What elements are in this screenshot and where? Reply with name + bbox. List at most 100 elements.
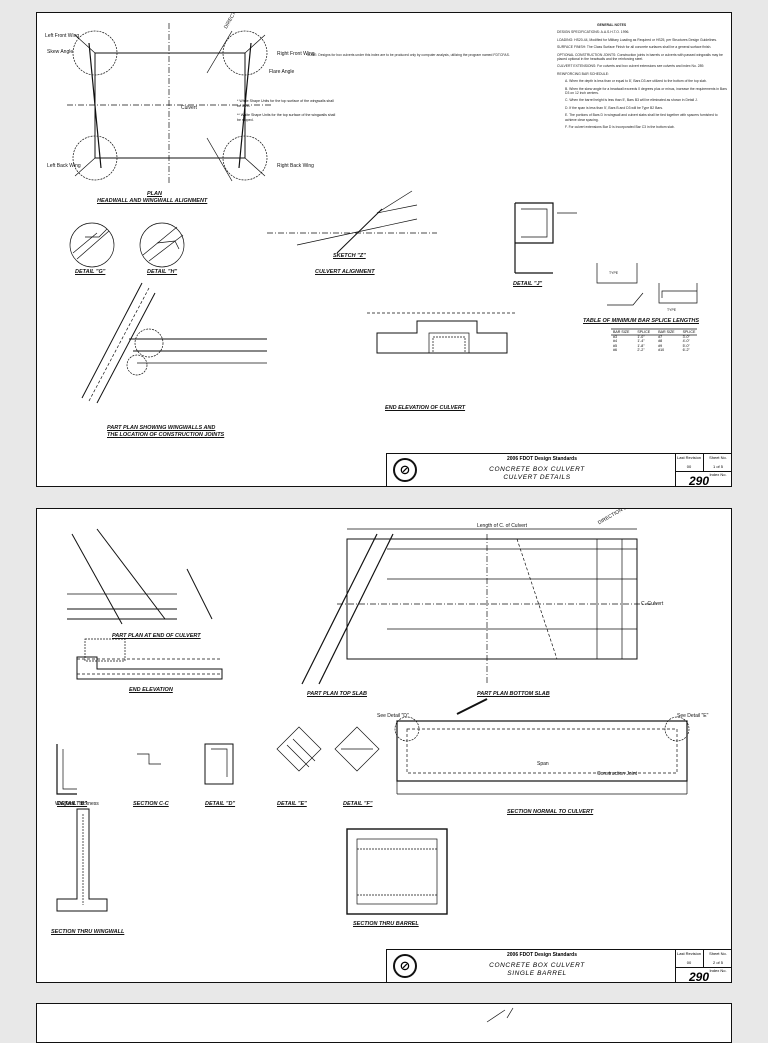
- end-elevation-2: [76, 638, 223, 680]
- revision-value: 00: [686, 960, 692, 965]
- section-cc-caption: SECTION C-C: [133, 801, 169, 807]
- sheet-value: 2 of 5: [712, 960, 723, 965]
- section-wingwall: [56, 808, 108, 912]
- note-extensions: CULVERT EXTENSIONS: For culverts and box…: [557, 64, 705, 69]
- part-plan-bottom-caption: PART PLAN BOTTOM SLAB: [477, 691, 550, 697]
- section-barrel-caption: SECTION THRU BARREL: [353, 921, 419, 927]
- note-design-spec: DESIGN SPECIFICATIONS: A.A.S.H.T.O. 1996…: [557, 30, 630, 35]
- general-notes: GENERAL NOTES DESIGN SPECIFICATIONS: A.A…: [557, 23, 727, 133]
- revision-label: Last Revision: [677, 951, 702, 956]
- general-notes-heading: GENERAL NOTES: [597, 23, 627, 27]
- title-block: ⊘ 2006 FDOT Design Standards CONCRETE BO…: [386, 453, 731, 486]
- drawing-title-2: CONCRETE BOX CULVERT SINGLE BARREL: [447, 962, 627, 978]
- note-rebar-c: C. When the barrel height is less than 5…: [565, 98, 698, 103]
- drawing-sheet-1: Left Front Wing Right Front Wing Left Ba…: [36, 12, 732, 487]
- detail-f-caption: DETAIL "F": [343, 801, 373, 807]
- index-label: Index No.: [709, 472, 727, 477]
- sheet-2-linework: [56, 528, 690, 915]
- table-row: #3 1'-0" #7 3'-0": [609, 335, 699, 340]
- plan-caption: PLAN: [147, 191, 162, 197]
- left-front-wing-label: Left Front Wing: [45, 33, 80, 39]
- part-plan-caption: PART PLAN SHOWING WINGWALLS AND: [107, 425, 216, 431]
- table-cell: #10: [658, 348, 665, 353]
- section-normal: [394, 698, 690, 795]
- design-note-block: NOTE: Designs for box culverts under thi…: [307, 53, 527, 60]
- table-cell: 5'-0": [682, 343, 690, 348]
- revision-label: Last Revision: [677, 455, 702, 460]
- sheet-1-linework: [67, 23, 698, 404]
- sheet-value: 1 of 5: [712, 464, 723, 469]
- index-number: 290: [689, 970, 710, 983]
- title-line-2: CULVERT DETAILS: [503, 474, 571, 481]
- table-cell: #8: [658, 339, 663, 344]
- detail-g-caption: DETAIL "G": [75, 269, 106, 275]
- note-rebar-a: A. When the depth is less than or equal …: [565, 79, 707, 84]
- section-wingwall-caption: SECTION THRU WINGWALL: [51, 929, 125, 935]
- part-plan-wingwalls: [81, 282, 267, 404]
- title-line-2: SINGLE BARREL: [507, 970, 567, 977]
- standards-label: 2006 FDOT Design Standards: [507, 456, 578, 462]
- fdot-logo-icon: ⊘: [393, 458, 417, 482]
- cl-culvert-label-2: C. Culvert: [641, 601, 664, 607]
- part-plan-top-caption: PART PLAN TOP SLAB: [307, 691, 367, 697]
- cl-culvert-label: Culvert: [181, 105, 197, 111]
- sketch-z-caption: SKETCH "Z": [333, 253, 366, 259]
- splice-header-bar: BAR SIZE: [658, 330, 675, 334]
- drawing-sheet-3: [36, 1003, 732, 1043]
- design-note: NOTE: Designs for box culverts under thi…: [307, 53, 510, 57]
- end-elevation-caption-2: END ELEVATION: [129, 687, 173, 693]
- see-detail-d-label: See Detail "D": [377, 713, 409, 719]
- standards-label-2: 2006 FDOT Design Standards: [507, 952, 578, 958]
- table-cell: #4: [613, 339, 617, 344]
- note-rebar-e: E. The portions of Bars D in wingwall an…: [565, 113, 718, 122]
- legend-note-2: ** White Shape Units for the top surface…: [237, 113, 336, 122]
- detail-row: [56, 726, 380, 795]
- wingwall-thickness-label: Wingwall Thickness: [55, 801, 99, 807]
- note-rebar-d: D. If the span is less than 5', Bars B a…: [565, 105, 664, 110]
- note-joints: OPTIONAL CONSTRUCTION JOINTS: Constructi…: [557, 52, 723, 62]
- table-cell: #7: [658, 334, 663, 339]
- detail-g-h: [69, 222, 185, 268]
- fdot-logo-icon: ⊘: [393, 954, 417, 978]
- detail-d-caption: DETAIL "D": [205, 801, 236, 807]
- splice-header-splice: SPLICE: [682, 330, 696, 334]
- drawing-sheet-2: Length of C. of Culvert DIRECTION OF STA…: [36, 508, 732, 983]
- table-cell: #5: [613, 343, 617, 348]
- part-plan-slabs: [301, 528, 657, 685]
- drawing-title: CONCRETE BOX CULVERT CULVERT DETAILS: [447, 466, 627, 482]
- left-back-wing-label: Left Back Wing: [47, 163, 81, 169]
- title-line-1: CONCRETE BOX CULVERT: [489, 962, 585, 969]
- index-label: Index No.: [709, 968, 727, 973]
- table-cell: 2'-2": [637, 348, 645, 353]
- sheet-3-linework: [486, 1007, 514, 1023]
- table-cell: 1'-0": [637, 334, 645, 339]
- splice-table-caption: TABLE OF MINIMUM BAR SPLICE LENGTHS: [583, 318, 700, 324]
- revision-value: 00: [686, 464, 692, 469]
- legend-note-1: * White Shape Units for the top surface …: [237, 99, 334, 108]
- title-line-1: CONCRETE BOX CULVERT: [489, 466, 585, 473]
- sketch-z: [267, 190, 437, 254]
- culvert-alignment-caption: CULVERT ALIGNMENT: [315, 269, 375, 275]
- note-loading: LOADING: HS20-44, Modified for Military …: [557, 37, 717, 42]
- table-cell: #3: [613, 334, 617, 339]
- table-cell: 3'-0": [682, 334, 690, 339]
- section-barrel: [346, 828, 448, 915]
- end-elevation: [367, 312, 517, 354]
- right-front-wing-label: Right Front Wing: [277, 51, 315, 57]
- part-plan-end-caption: PART PLAN AT END OF CULVERT: [112, 633, 201, 639]
- type-label-1: TYPE: [609, 271, 619, 275]
- flare-angle-label: Flare Angle: [269, 69, 295, 75]
- length-cl-label: Length of C. of Culvert: [477, 523, 528, 529]
- note-rebar-b: B. When the skew angle for a headwall ex…: [565, 86, 727, 96]
- note-rebar: REINFORCING BAR SCHEDULE:: [557, 71, 609, 76]
- construction-joint-label: Construction Joint: [597, 771, 638, 777]
- table-cell: 4'-0": [682, 339, 690, 344]
- note-rebar-f: F. For culvert extensions Bar D is incor…: [565, 125, 675, 130]
- table-cell: #9: [658, 343, 663, 348]
- section-normal-caption: SECTION NORMAL TO CULVERT: [507, 809, 594, 815]
- detail-j-caption: DETAIL "J": [513, 281, 543, 287]
- sheet-label: Sheet No.: [709, 951, 727, 956]
- plan-headwall-wingwall: [67, 23, 272, 183]
